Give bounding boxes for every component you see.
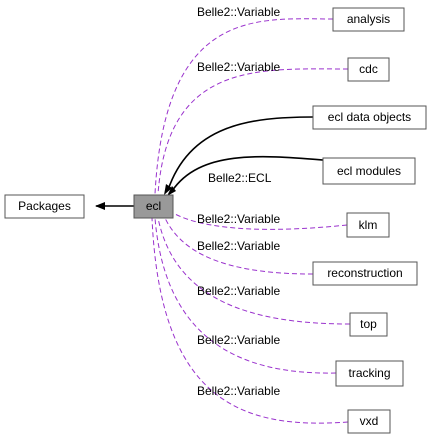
node-top-label: top (360, 317, 377, 331)
edge-cdc: Belle2::Variable (157, 60, 349, 195)
edge-label-analysis: Belle2::Variable (197, 5, 280, 19)
node-ecl-data-objects[interactable]: ecl data objects (312, 105, 427, 130)
node-reconstruction-label: reconstruction (327, 266, 402, 280)
node-ecl-modules[interactable]: ecl modules (322, 157, 416, 185)
edge-label-reconstruction: Belle2::Variable (197, 239, 280, 253)
node-vxd-label: vxd (360, 414, 379, 428)
node-analysis[interactable]: analysis (332, 7, 405, 32)
edge-label-tracking: Belle2::Variable (197, 333, 280, 347)
node-ecl-modules-label: ecl modules (337, 164, 401, 178)
node-ecl-focus[interactable]: ecl (133, 194, 174, 219)
edge-ecl-data-objects (164, 116, 314, 195)
node-reconstruction[interactable]: reconstruction (312, 261, 418, 286)
edge-tracking: Belle2::Variable (154, 217, 337, 374)
edge-label-cdc: Belle2::Variable (197, 60, 280, 74)
edge-klm: Belle2::Variable (174, 212, 348, 230)
node-packages-label: Packages (18, 199, 71, 213)
edge-ecl-modules: Belle2::ECL (167, 155, 324, 196)
edge-label-klm: Belle2::Variable (197, 212, 280, 226)
edge-label-vxd: Belle2::Variable (197, 384, 280, 398)
node-klm-label: klm (359, 218, 378, 232)
node-ecl-label: ecl (146, 199, 161, 213)
node-cdc-label: cdc (359, 62, 378, 76)
node-klm[interactable]: klm (346, 212, 390, 238)
node-tracking-label: tracking (348, 366, 390, 380)
node-ecl-data-objects-label: ecl data objects (328, 110, 411, 124)
edge-reconstruction: Belle2::Variable (164, 217, 314, 275)
node-top[interactable]: top (349, 312, 388, 337)
node-vxd[interactable]: vxd (347, 409, 391, 434)
edge-label-top: Belle2::Variable (197, 284, 280, 298)
node-packages[interactable]: Packages (4, 194, 85, 219)
edge-top: Belle2::Variable (157, 217, 351, 325)
edge-label-ecl-modules: Belle2::ECL (208, 171, 272, 185)
node-cdc[interactable]: cdc (347, 57, 390, 82)
node-analysis-label: analysis (347, 12, 390, 26)
node-tracking[interactable]: tracking (335, 360, 404, 387)
edge-analysis: Belle2::Variable (154, 5, 334, 195)
edge-vxd: Belle2::Variable (151, 217, 349, 424)
